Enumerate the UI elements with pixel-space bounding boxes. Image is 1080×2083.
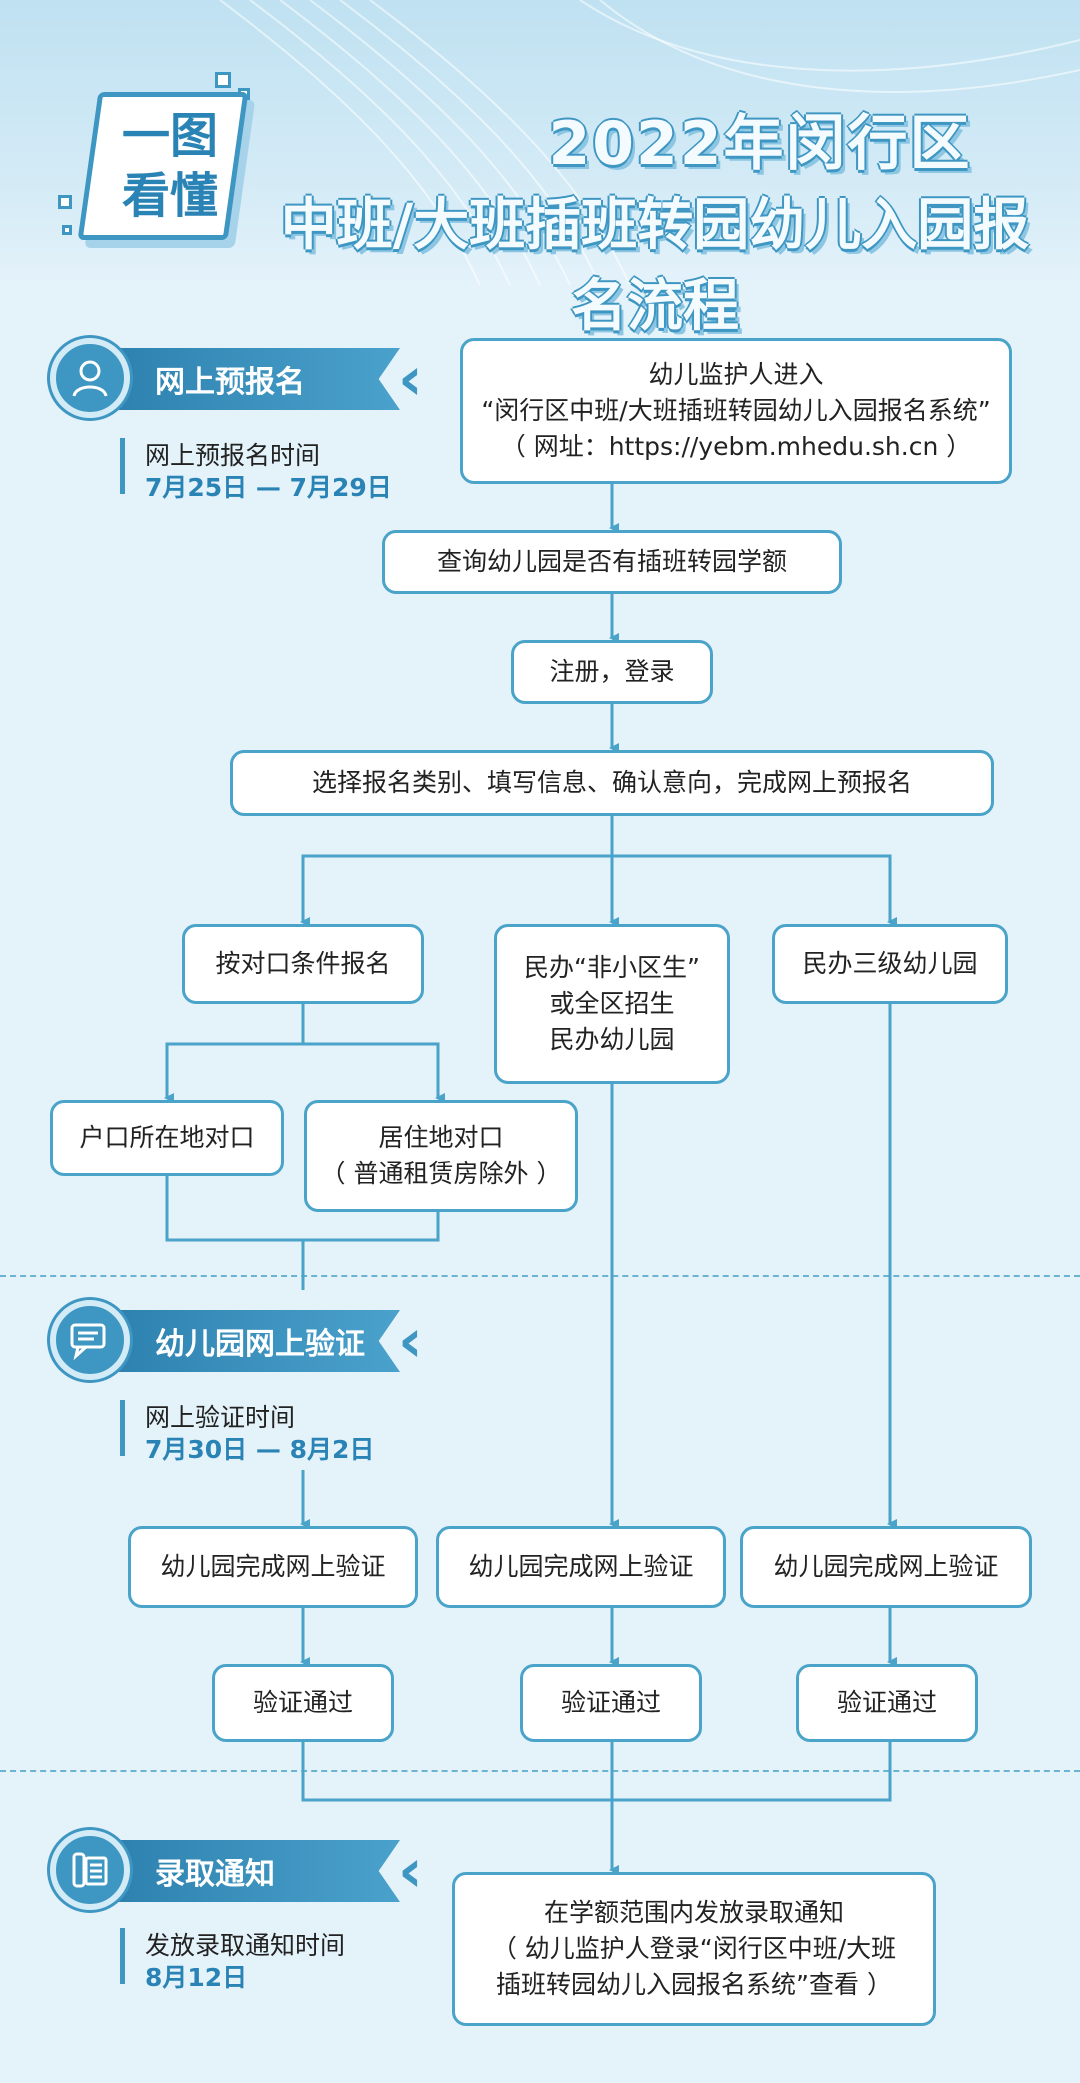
flow-text: 民办“非小区生” <box>524 952 700 982</box>
page-title-line2: 中班/大班插班转园幼儿入园报名流程 <box>280 193 1030 339</box>
flow-text: “闵行区中班/大班插班转园幼儿入园报名系统” <box>481 395 991 425</box>
notice-time-label: 发放录取通知时间 <box>145 1931 346 1960</box>
flow-text: 验证通过 <box>252 1687 353 1717</box>
verify-time-label: 网上验证时间 <box>145 1403 296 1432</box>
person-icon <box>50 338 130 418</box>
page-title-line1: 2022年闵行区 <box>548 109 972 179</box>
decorative-stripes <box>219 0 1080 285</box>
flow-box-branch-matching: 按对口条件报名 <box>182 924 424 1004</box>
info-accent-bar <box>120 1928 125 1984</box>
flow-text: 插班转园幼儿入园报名系统”查看 ） <box>496 1970 892 2000</box>
chevron-left-icon: ‹ <box>398 1306 423 1376</box>
flow-box-verify-complete: 幼儿园完成网上验证 <box>436 1526 726 1608</box>
flow-text: 户口所在地对口 <box>79 1122 255 1152</box>
phone-icon <box>50 1830 130 1910</box>
flow-box-verify-complete: 幼儿园完成网上验证 <box>128 1526 418 1608</box>
flow-box-hukou-matching: 户口所在地对口 <box>50 1100 284 1176</box>
flow-text: 民办三级幼儿园 <box>802 948 978 978</box>
flow-box-verify-pass: 验证通过 <box>796 1664 978 1742</box>
flow-text: 查询幼儿园是否有插班转园学额 <box>436 546 787 576</box>
decor-square <box>215 72 231 88</box>
section-tab-verify: 幼儿园网上验证 <box>95 1310 400 1372</box>
decor-square <box>58 195 72 209</box>
badge-text-line1: 一图 <box>121 108 218 164</box>
prereg-time-value: 7月25日 — 7月29日 <box>145 473 392 502</box>
flow-box-residence-matching: 居住地对口 （ 普通租赁房除外 ） <box>304 1100 578 1212</box>
prereg-time-label: 网上预报名时间 <box>145 441 321 470</box>
section-tab-prereg: 网上预报名 <box>95 348 400 410</box>
chat-icon <box>50 1300 130 1380</box>
notice-time-value: 8月12日 <box>145 1963 248 1992</box>
flow-text: 在学额范围内发放录取通知 <box>543 1897 844 1927</box>
flow-text: 居住地对口 <box>378 1122 504 1152</box>
flow-text: 验证通过 <box>560 1687 661 1717</box>
flow-text: 幼儿监护人进入 <box>648 359 824 389</box>
flow-box-verify-complete: 幼儿园完成网上验证 <box>740 1526 1032 1608</box>
flow-box-verify-pass: 验证通过 <box>520 1664 702 1742</box>
section-title-verify: 幼儿园网上验证 <box>155 1327 365 1362</box>
section-divider <box>0 1275 1080 1277</box>
section-tab-notice: 录取通知 <box>95 1840 400 1902</box>
flow-box-verify-pass: 验证通过 <box>212 1664 394 1742</box>
flow-text: （ 网址：https://yebm.mhedu.sh.cn ） <box>500 432 972 462</box>
flow-box-branch-private-level3: 民办三级幼儿园 <box>772 924 1008 1004</box>
flow-text: （ 幼儿监护人登录“闵行区中班/大班 <box>491 1933 897 1963</box>
flow-box-branch-private-nonlocal: 民办“非小区生” 或全区招生 民办幼儿园 <box>494 924 730 1084</box>
section-divider <box>0 1770 1080 1772</box>
flow-text: 按对口条件报名 <box>215 948 391 978</box>
chevron-left-icon: ‹ <box>398 344 423 414</box>
flow-text: 幼儿园完成网上验证 <box>468 1551 694 1581</box>
flow-text: 或全区招生 <box>549 988 675 1018</box>
verify-time-value: 7月30日 — 8月2日 <box>145 1435 375 1464</box>
flow-text: 验证通过 <box>836 1687 937 1717</box>
flow-box-complete-prereg: 选择报名类别、填写信息、确认意向，完成网上预报名 <box>230 750 994 816</box>
flow-text: 注册，登录 <box>549 656 675 686</box>
info-accent-bar <box>120 438 125 494</box>
section-title-prereg: 网上预报名 <box>155 365 305 400</box>
decor-square <box>62 225 72 235</box>
flow-box-admission-notice: 在学额范围内发放录取通知 （ 幼儿监护人登录“闵行区中班/大班 插班转园幼儿入园… <box>452 1872 936 2026</box>
badge-text-line2: 看懂 <box>121 168 218 224</box>
flow-box-query-quota: 查询幼儿园是否有插班转园学额 <box>382 530 842 594</box>
flow-text: 选择报名类别、填写信息、确认意向，完成网上预报名 <box>311 767 912 797</box>
flow-box-enter-system: 幼儿监护人进入 “闵行区中班/大班插班转园幼儿入园报名系统” （ 网址：http… <box>460 338 1012 484</box>
flow-text: 幼儿园完成网上验证 <box>160 1551 386 1581</box>
flow-box-register-login: 注册，登录 <box>511 640 713 704</box>
flow-text: 幼儿园完成网上验证 <box>773 1551 999 1581</box>
flow-text: （ 普通租赁房除外 ） <box>320 1159 562 1188</box>
chevron-left-icon: ‹ <box>398 1836 423 1906</box>
info-accent-bar <box>120 1400 125 1456</box>
flow-text: 民办幼儿园 <box>549 1025 675 1055</box>
section-title-notice: 录取通知 <box>155 1857 275 1892</box>
